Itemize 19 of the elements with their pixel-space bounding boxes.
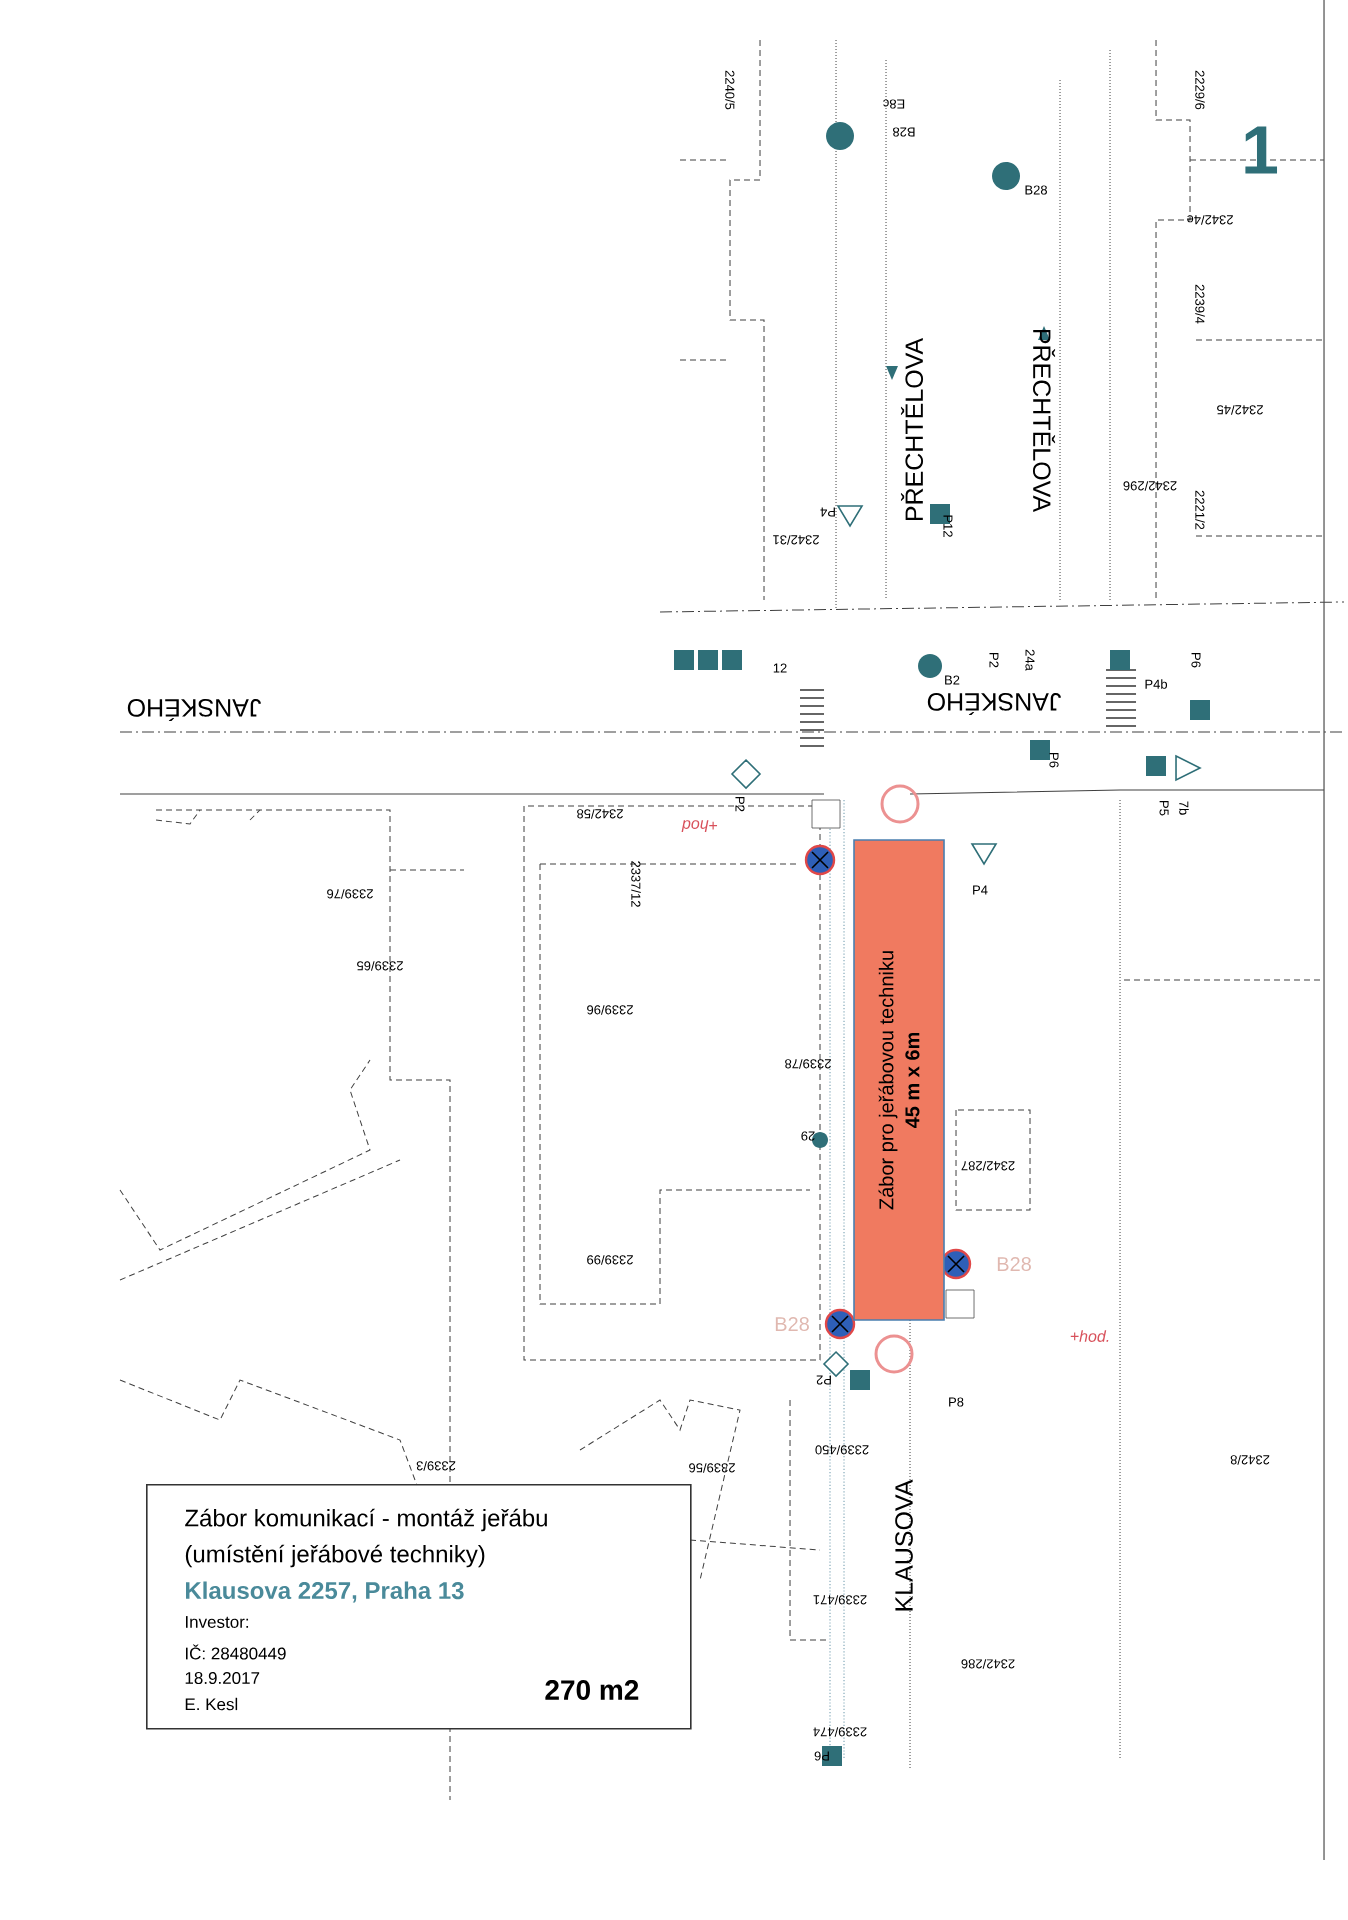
sign-code: B28	[775, 1316, 809, 1332]
area-value: 270 m2	[545, 1680, 639, 1700]
street-name: JANSKÉHO	[127, 699, 261, 721]
id-number: IČ: 28480449	[185, 1644, 286, 1660]
title-text: Zábor komunikací - montáž jeřábu	[185, 1508, 547, 1532]
street-name: KLAUSOVA	[895, 1479, 913, 1611]
street-name: JANSKÉHO	[927, 693, 1061, 715]
address-text: Klausova 2257, Praha 13	[186, 1581, 464, 1603]
map-sheet-number: 1	[1245, 126, 1278, 174]
occupation-area: Zábor pro jeřábovou techniku 45 m x 6m	[853, 839, 945, 1321]
date-text: 18.9.2017	[185, 1672, 260, 1685]
author-name: E. Kesl	[185, 1697, 238, 1711]
investor-label: Investor:	[185, 1616, 249, 1628]
subtitle-text: (umístění jeřábové techniky)	[185, 1544, 485, 1568]
street-name: PŘECHTĚLOVA	[900, 337, 924, 521]
sign-code: B28	[997, 1256, 1031, 1272]
handwritten-note: +hod	[681, 820, 718, 832]
handwritten-note: +hod.	[1070, 1330, 1109, 1342]
street-name: PŘECHTĚLOVA	[1032, 329, 1056, 513]
